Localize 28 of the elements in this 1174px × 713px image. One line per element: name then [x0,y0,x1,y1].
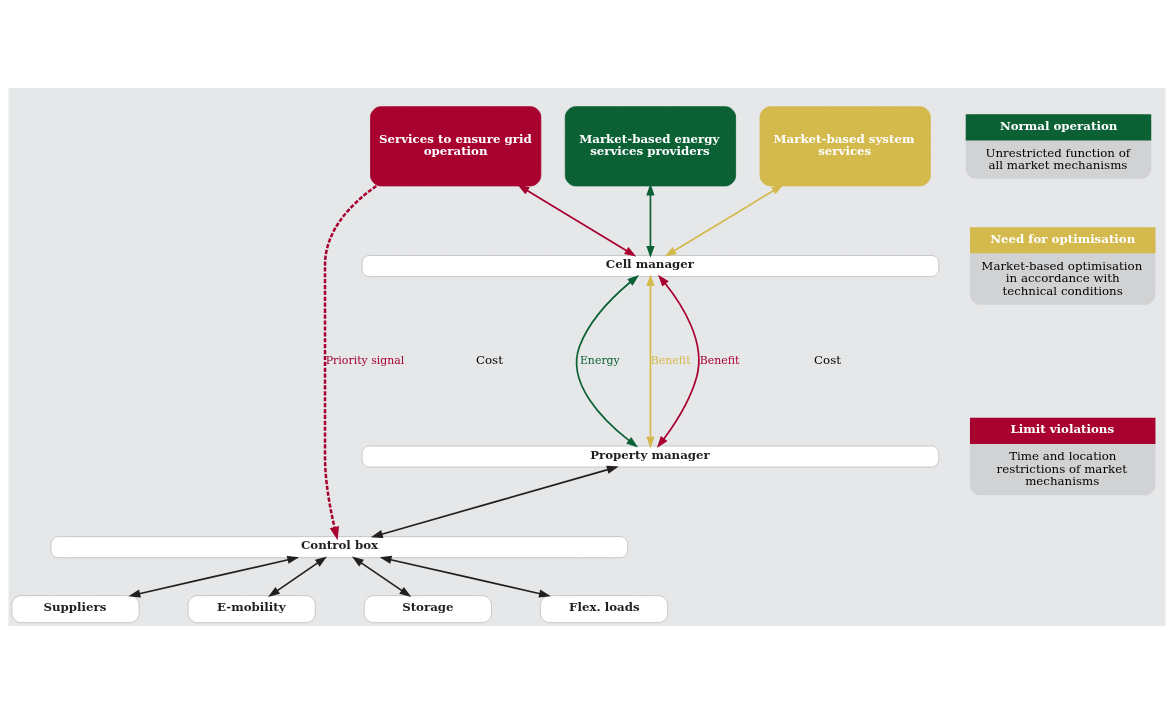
arrow [323,184,378,540]
node-box: Storage [363,594,492,623]
edge-label: Benefit [650,353,691,367]
node-box: E-mobility [187,594,316,623]
arrow [656,274,700,448]
arrow [379,555,551,598]
node-box: Flex. loads [540,594,669,623]
arrow [646,183,655,258]
arrow [370,465,619,538]
edge-label: Energy [579,353,620,367]
node-box: Market-based energy services providers [564,105,736,186]
arrow [646,273,655,448]
node-box: Services to ensure grid operation [370,105,542,186]
arrow [517,184,637,257]
arrow [664,184,784,257]
label: Cost [475,352,503,367]
node-box: Control box [50,535,629,558]
label: Cost [814,352,841,367]
edge-label: Priority signal [325,353,405,367]
node-box: Property manager [361,445,940,467]
node-box: Cell manager [361,254,940,277]
edge-label: Benefit [699,353,740,367]
arrow [128,555,300,598]
node-box: Market-based system services [759,105,931,186]
arrow [268,556,327,597]
arrow [351,556,412,597]
node-box: Suppliers [11,594,140,623]
arrow [575,274,640,447]
